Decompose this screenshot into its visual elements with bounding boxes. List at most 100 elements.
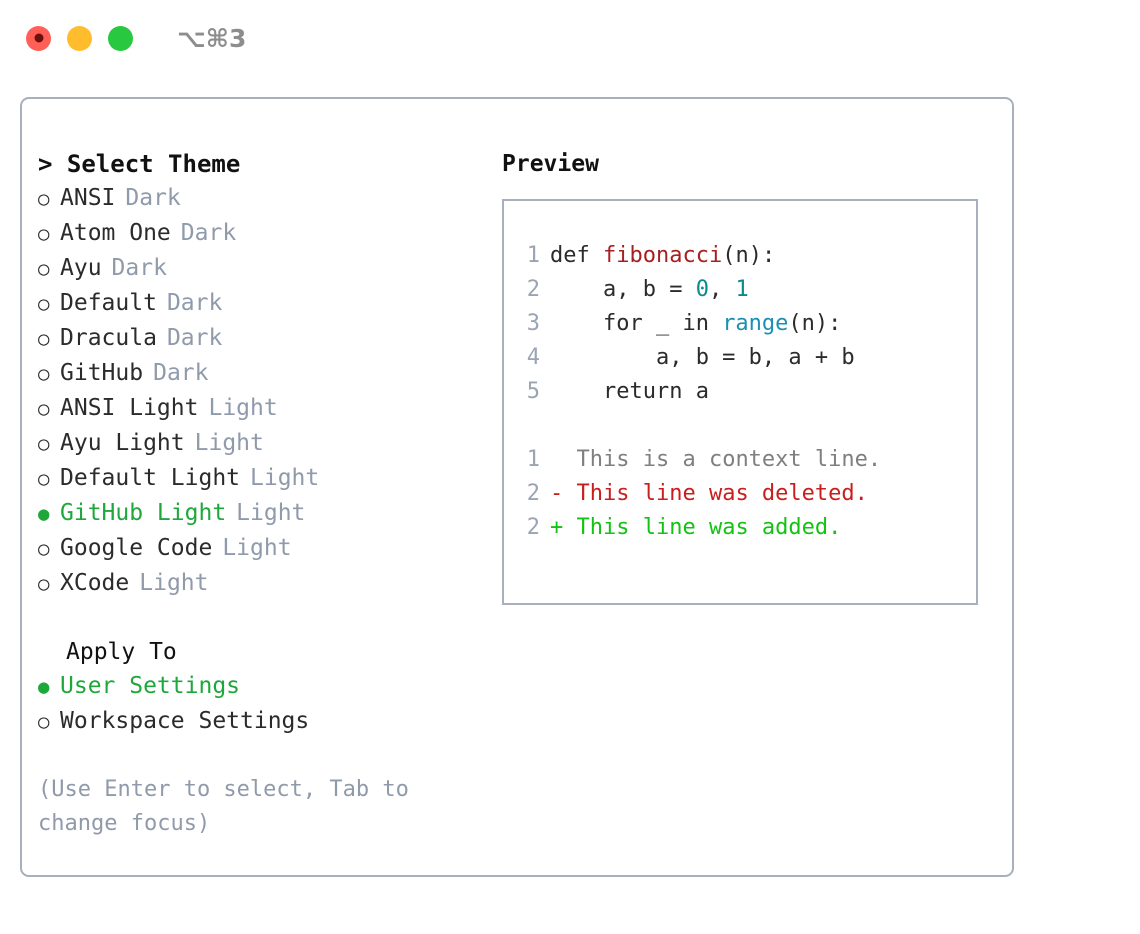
radio-filled-icon: ● [38, 503, 50, 525]
code-token: def [550, 243, 603, 268]
code-line-content: def fibonacci(n): [550, 239, 775, 273]
apply-to-option-list: ● User Settings ○ Workspace Settings [38, 669, 478, 739]
theme-option-tag: Light [139, 570, 209, 596]
traffic-lights [26, 25, 133, 51]
apply-to-option-label: User Settings [60, 673, 241, 699]
code-token: (n): [722, 243, 776, 268]
code-line-number: 1 [526, 243, 540, 268]
theme-option-label: ANSI [60, 185, 116, 211]
diff-line-text: This is a context line. [576, 447, 882, 472]
keyboard-shortcut-label: ⌥⌘3 [177, 23, 247, 53]
theme-option-ansi-light[interactable]: ○ ANSI Light Light [38, 391, 478, 426]
diff-line-number: 2 [526, 515, 540, 540]
radio-empty-icon: ○ [38, 433, 50, 455]
theme-option-tag: Dark [166, 290, 223, 316]
code-token: a, b = b, a + b [550, 345, 855, 370]
code-line: 1 def fibonacci(n): [504, 239, 976, 273]
theme-option-label: Dracula [60, 325, 157, 351]
code-token: , [708, 277, 736, 302]
code-line-number: 5 [526, 379, 540, 404]
apply-to-option-user-settings[interactable]: ● User Settings [38, 669, 478, 704]
diff-marker [550, 443, 577, 477]
radio-filled-icon: ● [38, 676, 50, 698]
theme-option-label: GitHub Light [60, 500, 227, 526]
radio-empty-icon: ○ [38, 293, 50, 315]
apply-to-option-label: Workspace Settings [60, 708, 310, 734]
code-line: 2 a, b = 0, 1 [504, 273, 976, 307]
radio-empty-icon: ○ [38, 468, 50, 490]
theme-option-tag: Light [194, 430, 264, 456]
radio-empty-icon: ○ [38, 398, 50, 420]
code-line-content: a, b = b, a + b [550, 341, 855, 375]
apply-to-option-workspace-settings[interactable]: ○ Workspace Settings [38, 704, 478, 739]
code-line-content: return a [550, 375, 709, 409]
theme-option-default-light[interactable]: ○ Default Light Light [38, 461, 478, 496]
minimize-button[interactable] [67, 25, 92, 51]
code-line-number: 2 [526, 277, 540, 302]
theme-option-label: XCode [60, 570, 130, 596]
window-titlebar: ⌥⌘3 [0, 0, 1140, 76]
theme-option-label: ANSI Light [60, 395, 199, 421]
code-token: 0 [695, 277, 709, 302]
code-token: fibonacci [602, 243, 723, 268]
code-line-content: a, b = 0, 1 [550, 273, 749, 307]
code-line: 3 for _ in range(n): [504, 307, 976, 341]
diff-line-text: This line was added. [576, 515, 842, 540]
code-line-content: for _ in range(n): [550, 307, 841, 341]
code-line-number: 4 [526, 345, 540, 370]
theme-option-label: GitHub [60, 360, 144, 386]
code-token: a, b = [550, 277, 696, 302]
radio-empty-icon: ○ [38, 223, 50, 245]
radio-empty-icon: ○ [38, 538, 50, 560]
code-token: 1 [735, 277, 749, 302]
apply-to-section: Apply To ● User Settings ○ Workspace Settin… [38, 635, 478, 739]
radio-empty-icon: ○ [38, 328, 50, 350]
close-button[interactable] [26, 25, 51, 51]
diff-line: 2- This line was deleted. [504, 477, 976, 511]
code-token: for _ in [550, 311, 723, 336]
diff-line-number: 2 [526, 481, 540, 506]
theme-option-label: Atom One [60, 220, 171, 246]
radio-empty-icon: ○ [38, 573, 50, 595]
radio-empty-icon: ○ [38, 258, 50, 280]
theme-option-xcode[interactable]: ○ XCode Light [38, 566, 478, 601]
preview-spacer [504, 409, 976, 443]
theme-option-tag: Light [208, 395, 278, 421]
select-theme-heading: > Select Theme [38, 150, 241, 178]
zoom-button[interactable] [108, 25, 133, 51]
code-token: range [722, 311, 789, 336]
theme-option-label: Default [60, 290, 157, 316]
theme-option-tag: Dark [125, 185, 181, 211]
theme-option-tag: Light [222, 535, 292, 561]
diff-line: 1 This is a context line. [504, 443, 976, 477]
diff-sample: 1 This is a context line.2- This line wa… [504, 443, 976, 545]
diff-line-text: This line was deleted. [576, 481, 868, 506]
code-line: 4 a, b = b, a + b [504, 341, 976, 375]
theme-option-tag: Dark [111, 255, 167, 281]
theme-option-tag: Dark [153, 360, 209, 386]
radio-empty-icon: ○ [38, 711, 50, 733]
diff-marker: - [550, 481, 577, 506]
theme-option-default[interactable]: ○ Default Dark [38, 286, 478, 321]
keyboard-hint-text: (Use Enter to select, Tab to change focu… [38, 777, 423, 836]
theme-option-tag: Light [250, 465, 320, 491]
diff-line: 2 + This line was added. [504, 511, 976, 545]
diff-marker: + [550, 515, 577, 540]
apply-to-heading: Apply To [66, 639, 177, 665]
code-token: (n): [788, 311, 842, 336]
theme-option-label: Default Light [60, 465, 241, 491]
